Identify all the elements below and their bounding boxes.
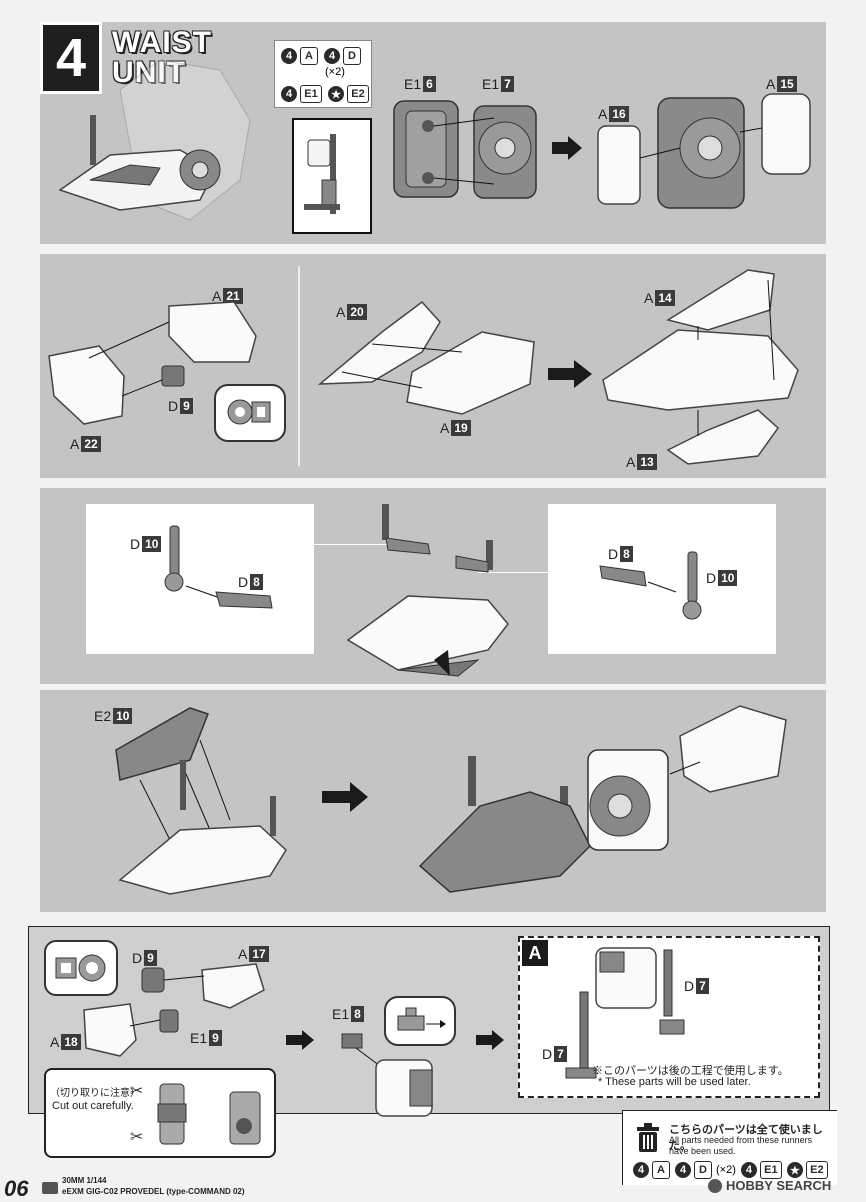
runner-e2-key: E2 <box>347 85 369 103</box>
handles-assembled-on-armor <box>346 504 509 677</box>
cut-note-en: Cut out carefully. <box>52 1100 134 1112</box>
later-use-note-jp: ※このパーツは後の工程で使用します。 <box>592 1065 789 1077</box>
armor-parts-a21-a22 <box>48 301 257 425</box>
shoulder-joint-parts-e1 <box>393 100 537 199</box>
hinge-detail-box <box>292 118 372 234</box>
runner-e2-key: E2 <box>805 1161 828 1179</box>
arrow-right-icon <box>322 782 368 812</box>
runner-d-key: D <box>343 47 361 65</box>
runner-number-icon: 4 <box>740 1162 757 1178</box>
armor-parts-a19-a20 <box>317 300 535 415</box>
trash-icon <box>635 1123 661 1153</box>
runner-number-icon: 4 <box>633 1162 649 1178</box>
hip-parts-a17-a18 <box>83 963 265 1057</box>
runner-d-qty: (×2) <box>325 66 345 78</box>
all-used-jp: こちらのパーツは全て使いました。 <box>669 1124 823 1152</box>
step-title: WAIST UNIT <box>112 28 212 88</box>
footer-model: eEXM GIG-C02 PROVEDEL (type-COMMAND 02) <box>62 1187 245 1196</box>
panel-divider <box>298 266 300 466</box>
connector-line-left <box>314 544 410 545</box>
arrow-right-icon <box>548 360 592 388</box>
watermark-text: HOBBY SEARCH <box>726 1178 832 1193</box>
waist-unit-assembled <box>418 705 787 893</box>
runner-a-key: A <box>652 1161 670 1179</box>
step-number-box: 4 <box>40 22 102 94</box>
later-use-tag: A <box>522 940 548 966</box>
connector-line-right <box>478 572 548 573</box>
all-parts-used-box: こちらのパーツは全て使いました。 All parts needed from t… <box>622 1110 837 1185</box>
svg-text:✂: ✂ <box>130 1127 143 1146</box>
cut-scissors-illustration: ✂ ✂ <box>130 1081 261 1146</box>
runner-number-icon: 4 <box>675 1162 691 1178</box>
handle-parts-d10-d8-left <box>164 525 273 609</box>
runner-d-key: D <box>694 1161 712 1179</box>
all-used-en2: have been used. <box>669 1146 736 1156</box>
footer-brand-icon <box>42 1182 58 1194</box>
later-use-note-en: * These parts will be used later. <box>598 1076 751 1088</box>
handle-parts-d8-d10-right <box>599 551 702 620</box>
later-use-parts-illustration <box>565 947 685 1079</box>
hip-joint-e1-8 <box>341 1033 433 1117</box>
shoulder-joint-assembled <box>597 93 811 209</box>
step-number: 4 <box>55 28 87 88</box>
star-icon: ★ <box>328 86 344 102</box>
hobby-search-watermark: HOBBY SEARCH <box>708 1178 831 1193</box>
arrow-right-icon <box>286 1030 314 1050</box>
runner-d-qty: (×2) <box>716 1164 736 1176</box>
svg-text:✂: ✂ <box>130 1081 143 1100</box>
footer-scale: 30MM 1/144 <box>62 1176 107 1185</box>
step-title-line1: WAIST <box>112 26 212 59</box>
runner-number-icon: 4 <box>324 48 340 64</box>
runner-a-key: A <box>300 47 318 65</box>
back-plate-and-armor <box>115 707 287 895</box>
arrow-right-icon <box>552 136 582 160</box>
watermark-logo-icon <box>708 1178 722 1193</box>
step-title-line2: UNIT <box>112 58 212 88</box>
runner-number-icon: 4 <box>281 48 297 64</box>
e1-8-detail-callout <box>384 996 456 1046</box>
waist-unit-overview-illustration <box>58 115 221 211</box>
d8-d10-right-box <box>548 504 776 654</box>
d9-small-callout <box>44 940 118 996</box>
star-icon: ★ <box>786 1162 803 1178</box>
arrow-right-icon <box>476 1030 504 1050</box>
chest-armor-assembled <box>602 269 799 465</box>
runner-number-icon: 4 <box>281 86 297 102</box>
page-number: 06 <box>4 1176 29 1201</box>
runner-e1-key: E1 <box>300 85 322 103</box>
cut-carefully-box: （切り取りに注意） Cut out carefully. ✂ ✂ <box>44 1068 276 1158</box>
all-used-en1: All parts needed from these runners <box>669 1135 813 1145</box>
cut-note-jp: （切り取りに注意） <box>50 1088 140 1099</box>
d9-detail-callout <box>214 384 286 442</box>
d10-d8-left-box <box>86 504 314 654</box>
runner-e1-key: E1 <box>759 1161 782 1179</box>
